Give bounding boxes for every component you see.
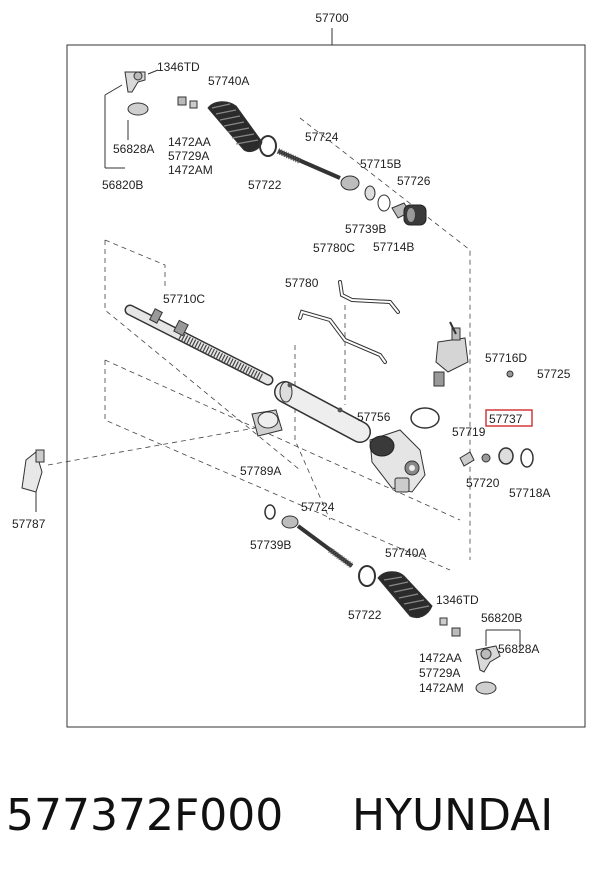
pipe-lines-inner	[299, 281, 399, 363]
label-57789A: 57789A	[240, 464, 281, 478]
bellows-boot-bottom	[377, 571, 433, 619]
label-57719: 57719	[452, 425, 486, 439]
label-57724-bottom: 57724	[301, 500, 335, 514]
label-56820B-top: 56820B	[102, 178, 143, 192]
label-56820B-bottom: 56820B	[481, 611, 522, 625]
label-57740A-top: 57740A	[208, 74, 249, 88]
bolt-57725	[506, 370, 514, 378]
part-number: 577372F000	[6, 790, 284, 841]
label-57780C: 57780C	[313, 241, 355, 255]
label-57737: 57737	[489, 412, 523, 426]
label-57722-bottom: 57722	[348, 608, 382, 622]
label-57724-top: 57724	[305, 130, 339, 144]
label-57780: 57780	[285, 276, 319, 290]
label-57722-top: 57722	[248, 178, 282, 192]
pinion-valve	[433, 321, 469, 387]
label-57740A-bottom: 57740A	[385, 546, 426, 560]
small-nuts-top	[177, 96, 198, 109]
label-1346TD-top: 1346TD	[157, 60, 200, 74]
clamp-ring-top	[259, 135, 277, 157]
label-57729A-bottom: 57729A	[419, 666, 460, 680]
brand-name: HYUNDAI	[352, 790, 554, 841]
label-57716D: 57716D	[485, 351, 527, 365]
inner-tie-rod-top	[276, 148, 360, 191]
label-57725: 57725	[537, 367, 571, 381]
label-56828A-top: 56828A	[113, 142, 154, 156]
label-1472AM-top: 1472AM	[168, 163, 213, 177]
label-57739B-bottom: 57739B	[250, 538, 291, 552]
rack-housing	[274, 381, 371, 443]
o-ring	[410, 407, 440, 429]
assembly-frame	[66, 44, 586, 728]
clamp-ring-bottom	[358, 565, 376, 587]
rack-bar	[124, 304, 274, 386]
inner-tie-rod-bottom	[264, 504, 354, 569]
rack-yoke-parts-top	[364, 185, 427, 226]
label-57718A: 57718A	[509, 486, 550, 500]
gear-housing	[369, 429, 426, 493]
dashed-guides	[47, 117, 471, 571]
mounting-bracket	[21, 449, 45, 512]
label-57720: 57720	[466, 476, 500, 490]
small-nuts-bottom	[439, 617, 461, 637]
bellows-boot-top	[207, 101, 263, 153]
label-57726: 57726	[397, 174, 431, 188]
label-1472AA-top: 1472AA	[168, 135, 211, 149]
label-1346TD-bottom: 1346TD	[436, 593, 479, 607]
label-57715B: 57715B	[360, 157, 401, 171]
label-1472AA-bottom: 1472AA	[419, 651, 462, 665]
label-56828A-bottom: 56828A	[498, 642, 539, 656]
pipe-lines	[298, 280, 400, 364]
tie-rod-end-bottom	[475, 629, 521, 695]
tie-rod-end-top	[104, 69, 159, 169]
label-57739B-top: 57739B	[345, 222, 386, 236]
highlight-box	[485, 409, 533, 427]
label-57756: 57756	[357, 410, 391, 424]
yoke-parts	[459, 447, 534, 468]
label-1472AM-bottom: 1472AM	[419, 681, 464, 695]
label-57787: 57787	[12, 517, 46, 531]
assembly-number-label: 57700	[315, 11, 349, 25]
label-57714B: 57714B	[373, 240, 414, 254]
label-57729A-top: 57729A	[168, 149, 209, 163]
label-57710C: 57710C	[163, 292, 205, 306]
bushing	[251, 409, 283, 437]
